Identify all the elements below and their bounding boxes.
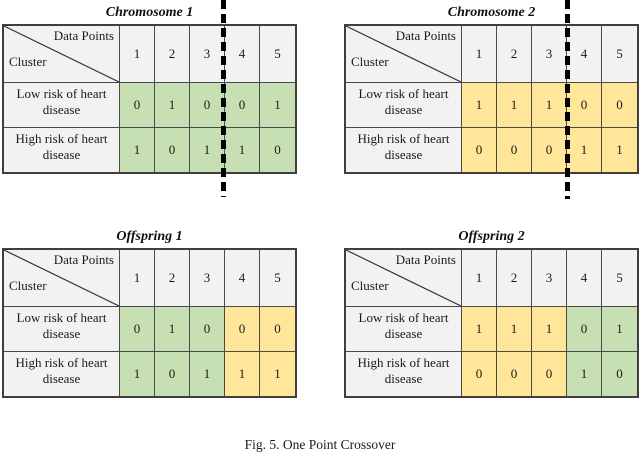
gene-cell: 0: [462, 128, 497, 172]
gene-cell: 0: [155, 128, 190, 172]
gene-cell: 1: [602, 307, 637, 352]
row-label: Low risk of heart disease: [4, 307, 120, 352]
data-points-label: Data Points: [53, 28, 114, 43]
column-header: 2: [497, 250, 532, 307]
column-header: 1: [462, 26, 497, 83]
column-header: 3: [190, 250, 225, 307]
column-header: 2: [155, 250, 190, 307]
gene-cell: 0: [602, 83, 637, 128]
gene-cell: 0: [120, 83, 155, 128]
crossover-cut-line: [565, 0, 570, 199]
diagonal-divider-line: [346, 250, 461, 306]
crossover-cut-line: [221, 0, 226, 197]
gene-cell: 1: [462, 307, 497, 352]
row-label: Low risk of heart disease: [346, 307, 462, 352]
gene-cell: 1: [225, 128, 260, 172]
gene-cell: 1: [532, 307, 567, 352]
figure-caption: Fig. 5. One Point Crossover: [244, 437, 396, 452]
column-header: 1: [462, 250, 497, 307]
row-label: High risk of heart disease: [346, 352, 462, 396]
gene-cell: 1: [567, 352, 602, 396]
gene-cell: 1: [602, 128, 637, 172]
diagonal-divider-line: [4, 26, 119, 82]
column-header: 3: [532, 26, 567, 83]
gene-cell: 1: [155, 83, 190, 128]
column-header: 1: [120, 26, 155, 83]
row-label: High risk of heart disease: [4, 128, 120, 172]
gene-cell: 0: [567, 307, 602, 352]
diagonal-divider-line: [346, 26, 461, 82]
gene-cell: 1: [120, 128, 155, 172]
row-label: Low risk of heart disease: [4, 83, 120, 128]
gene-cell: 1: [260, 83, 295, 128]
gene-cell: 0: [567, 83, 602, 128]
column-header: 1: [120, 250, 155, 307]
panel-title: Offspring 2: [458, 229, 525, 244]
cluster-label: Cluster: [9, 54, 47, 69]
gene-cell: 1: [190, 128, 225, 172]
column-header: 5: [260, 26, 295, 83]
gene-cell: 1: [225, 352, 260, 396]
gene-cell: 0: [225, 307, 260, 352]
column-header: 5: [602, 26, 637, 83]
column-header: 3: [532, 250, 567, 307]
row-label: High risk of heart disease: [346, 128, 462, 172]
column-header: 5: [602, 250, 637, 307]
gene-cell: 1: [497, 307, 532, 352]
cluster-label: Cluster: [351, 54, 389, 69]
column-header: 4: [567, 26, 602, 83]
row-label: High risk of heart disease: [4, 352, 120, 396]
cluster-label: Cluster: [9, 278, 47, 293]
gene-cell: 0: [190, 83, 225, 128]
gene-cell: 1: [190, 352, 225, 396]
column-header: 5: [260, 250, 295, 307]
column-header: 4: [225, 250, 260, 307]
cluster-label: Cluster: [351, 278, 389, 293]
gene-cell: 0: [190, 307, 225, 352]
column-header: 4: [567, 250, 602, 307]
panel-title: Chromosome 1: [105, 5, 194, 20]
gene-cell: 1: [462, 83, 497, 128]
gene-cell: 0: [120, 307, 155, 352]
gene-cell: 1: [155, 307, 190, 352]
column-header: 2: [497, 26, 532, 83]
column-header: 3: [190, 26, 225, 83]
gene-cell: 1: [532, 83, 567, 128]
gene-cell: 0: [260, 128, 295, 172]
gene-cell: 0: [225, 83, 260, 128]
gene-cell: 0: [497, 352, 532, 396]
panel-title: Offspring 1: [116, 229, 183, 244]
column-header: 4: [225, 26, 260, 83]
gene-cell: 0: [532, 128, 567, 172]
gene-cell: 0: [602, 352, 637, 396]
data-points-label: Data Points: [53, 252, 114, 267]
diagonal-divider-line: [4, 250, 119, 306]
row-label: Low risk of heart disease: [346, 83, 462, 128]
gene-cell: 0: [532, 352, 567, 396]
gene-cell: 1: [567, 128, 602, 172]
gene-cell: 1: [260, 352, 295, 396]
data-points-label: Data Points: [395, 28, 456, 43]
gene-cell: 1: [497, 83, 532, 128]
panel-title: Chromosome 2: [447, 5, 536, 20]
data-points-label: Data Points: [395, 252, 456, 267]
gene-cell: 0: [155, 352, 190, 396]
gene-cell: 1: [120, 352, 155, 396]
gene-cell: 0: [497, 128, 532, 172]
gene-cell: 0: [462, 352, 497, 396]
gene-cell: 0: [260, 307, 295, 352]
column-header: 2: [155, 26, 190, 83]
